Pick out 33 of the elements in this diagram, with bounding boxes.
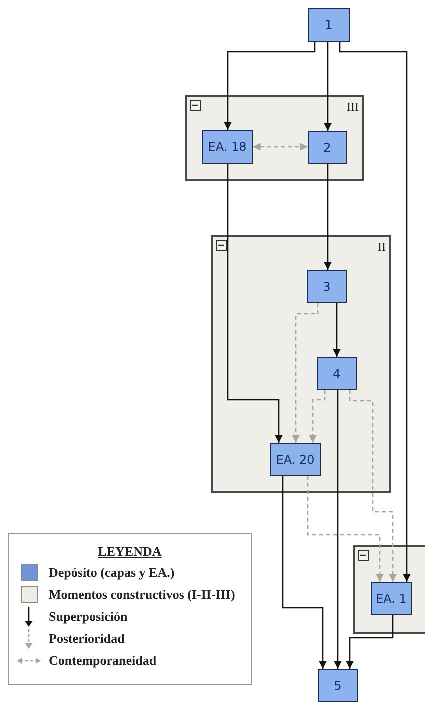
arrow: [334, 390, 342, 669]
group-label: II: [378, 241, 386, 253]
arrow: [309, 390, 326, 443]
legend-text: Posterioridad: [49, 630, 125, 648]
group-panel: [185, 95, 364, 181]
deposit-box: 3: [307, 270, 347, 303]
arrow: [224, 42, 316, 130]
arrow: [253, 143, 308, 151]
arrow: [292, 303, 319, 443]
deposit-box: 4: [317, 357, 357, 390]
group-panel: [211, 235, 391, 493]
arrow: [324, 42, 332, 131]
arrow: [307, 476, 384, 582]
legend-text: Depósito (capas y EA.): [49, 564, 175, 582]
deposit-box: 2: [308, 131, 347, 164]
group-panel: [353, 545, 425, 634]
legend-text: Contemporaneidad: [49, 652, 157, 670]
arrow: [339, 42, 411, 582]
legend-text: Momentos constructivos (I-II-III): [49, 586, 236, 604]
deposit-box: 5: [318, 669, 358, 702]
legend-title: LEYENDA: [98, 544, 162, 559]
arrow: [324, 164, 332, 270]
group-label: III: [347, 101, 359, 113]
legend-text: Superposición: [49, 608, 128, 626]
arrow: [349, 390, 397, 582]
deposit-box: EA. 20: [270, 443, 321, 476]
arrow: [282, 476, 327, 669]
deposit-box: EA. 18: [202, 130, 253, 164]
arrow: [227, 164, 283, 443]
deposit-box: 1: [308, 8, 350, 42]
arrow: [333, 303, 341, 357]
deposit-box: EA. 1: [371, 582, 412, 615]
arrow: [346, 615, 394, 669]
